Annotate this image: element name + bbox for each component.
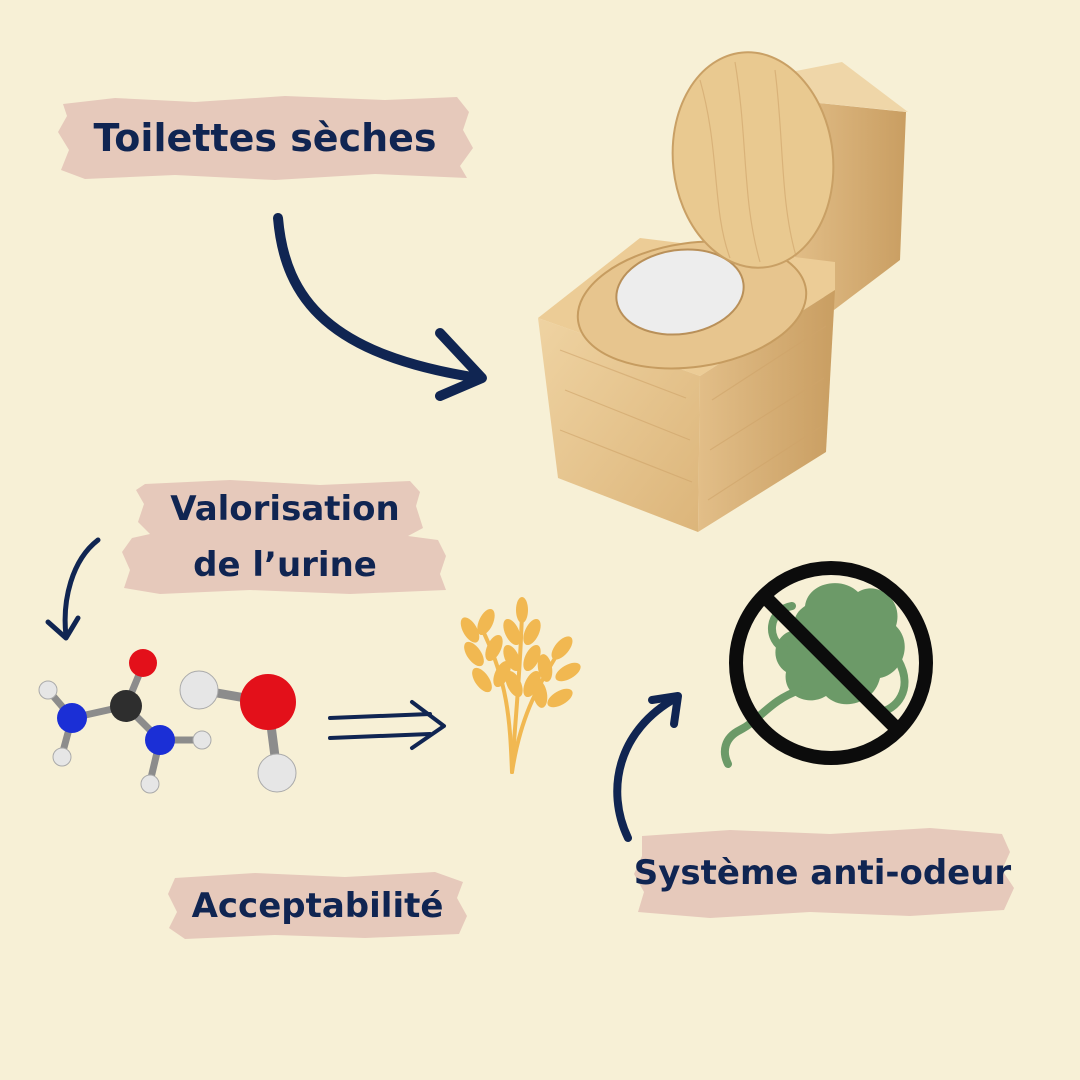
brush-stroke-background <box>58 96 473 180</box>
urine-valorisation-line2: de l’urine <box>193 545 377 585</box>
brush-stroke-background <box>168 872 467 939</box>
brush-stroke-background <box>122 480 446 594</box>
urine-valorisation-label: Valorisation de l’urine <box>120 478 450 596</box>
anti-odor-text: Système anti-odeur <box>633 853 1012 893</box>
prohibition-circle <box>729 561 933 765</box>
brush-stroke-background <box>634 828 1014 918</box>
dry-toilets-text: Toilettes sèches <box>93 115 437 160</box>
anti-odor-label: Système anti-odeur <box>630 822 1015 924</box>
prohibition-slash <box>757 589 905 737</box>
urine-valorisation-line1: Valorisation <box>170 489 400 529</box>
odor-cloud-icon <box>775 583 905 705</box>
dry-toilets-label: Toilettes sèches <box>55 90 475 185</box>
acceptability-label: Acceptabilité <box>165 868 470 943</box>
acceptability-text: Acceptabilité <box>191 885 444 926</box>
